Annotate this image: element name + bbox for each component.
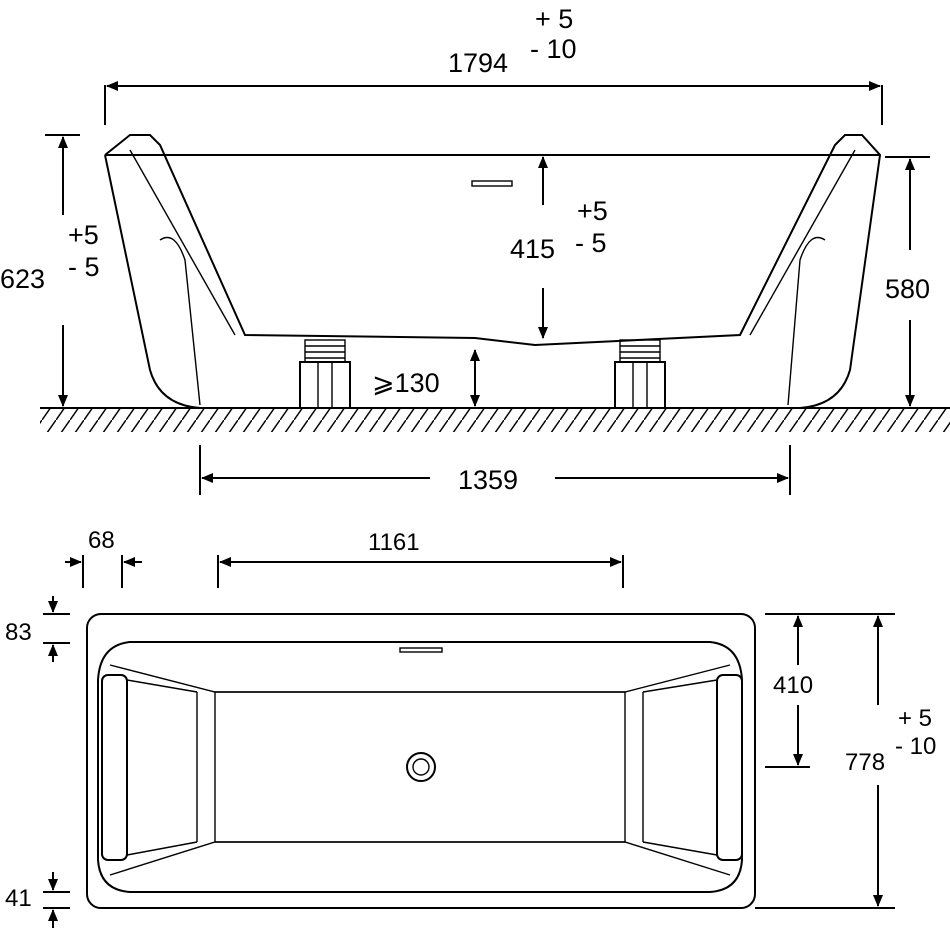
base-length-value: 1359 xyxy=(458,465,518,495)
length-value: 1794 xyxy=(448,48,508,78)
headrest-right xyxy=(716,674,743,861)
floor-hatch xyxy=(40,408,950,432)
rim-height-value: 580 xyxy=(885,274,930,304)
headrest-left xyxy=(101,674,128,861)
width-value: 778 xyxy=(845,749,885,776)
overflow-icon xyxy=(399,647,443,653)
top-view: 68 1161 83 41 410 778 + 5 - 10 xyxy=(5,527,936,928)
tub-outer-rim xyxy=(86,613,756,909)
rim-bottom-width-value: 41 xyxy=(5,885,32,912)
rim-top-width-value: 83 xyxy=(5,619,32,646)
drain-offset-value: 410 xyxy=(773,672,813,699)
height-value: 623 xyxy=(0,264,45,294)
drain-distance-value: 1161 xyxy=(368,529,420,556)
overflow-icon xyxy=(471,180,513,187)
foot-left xyxy=(299,339,351,409)
side-view: 1794 + 5 - 10 623 +5 - 5 415 +5 - 5 580 … xyxy=(0,4,950,495)
height-tol-minus: - 5 xyxy=(68,252,100,282)
foot-right xyxy=(614,339,666,409)
length-tol-minus: - 10 xyxy=(530,34,577,64)
width-tol-minus: - 10 xyxy=(895,733,936,760)
clearance-value: ⩾130 xyxy=(372,368,440,398)
depth-tol-minus: - 5 xyxy=(575,228,607,258)
depth-tol-plus: +5 xyxy=(577,196,608,226)
width-tol-plus: + 5 xyxy=(898,705,932,732)
height-tol-plus: +5 xyxy=(68,220,99,250)
drain-icon xyxy=(406,752,436,782)
length-tol-plus: + 5 xyxy=(535,4,573,34)
tub-side-outline xyxy=(104,134,882,409)
depth-value: 415 xyxy=(510,234,555,264)
rim-offset-value: 68 xyxy=(88,527,115,554)
